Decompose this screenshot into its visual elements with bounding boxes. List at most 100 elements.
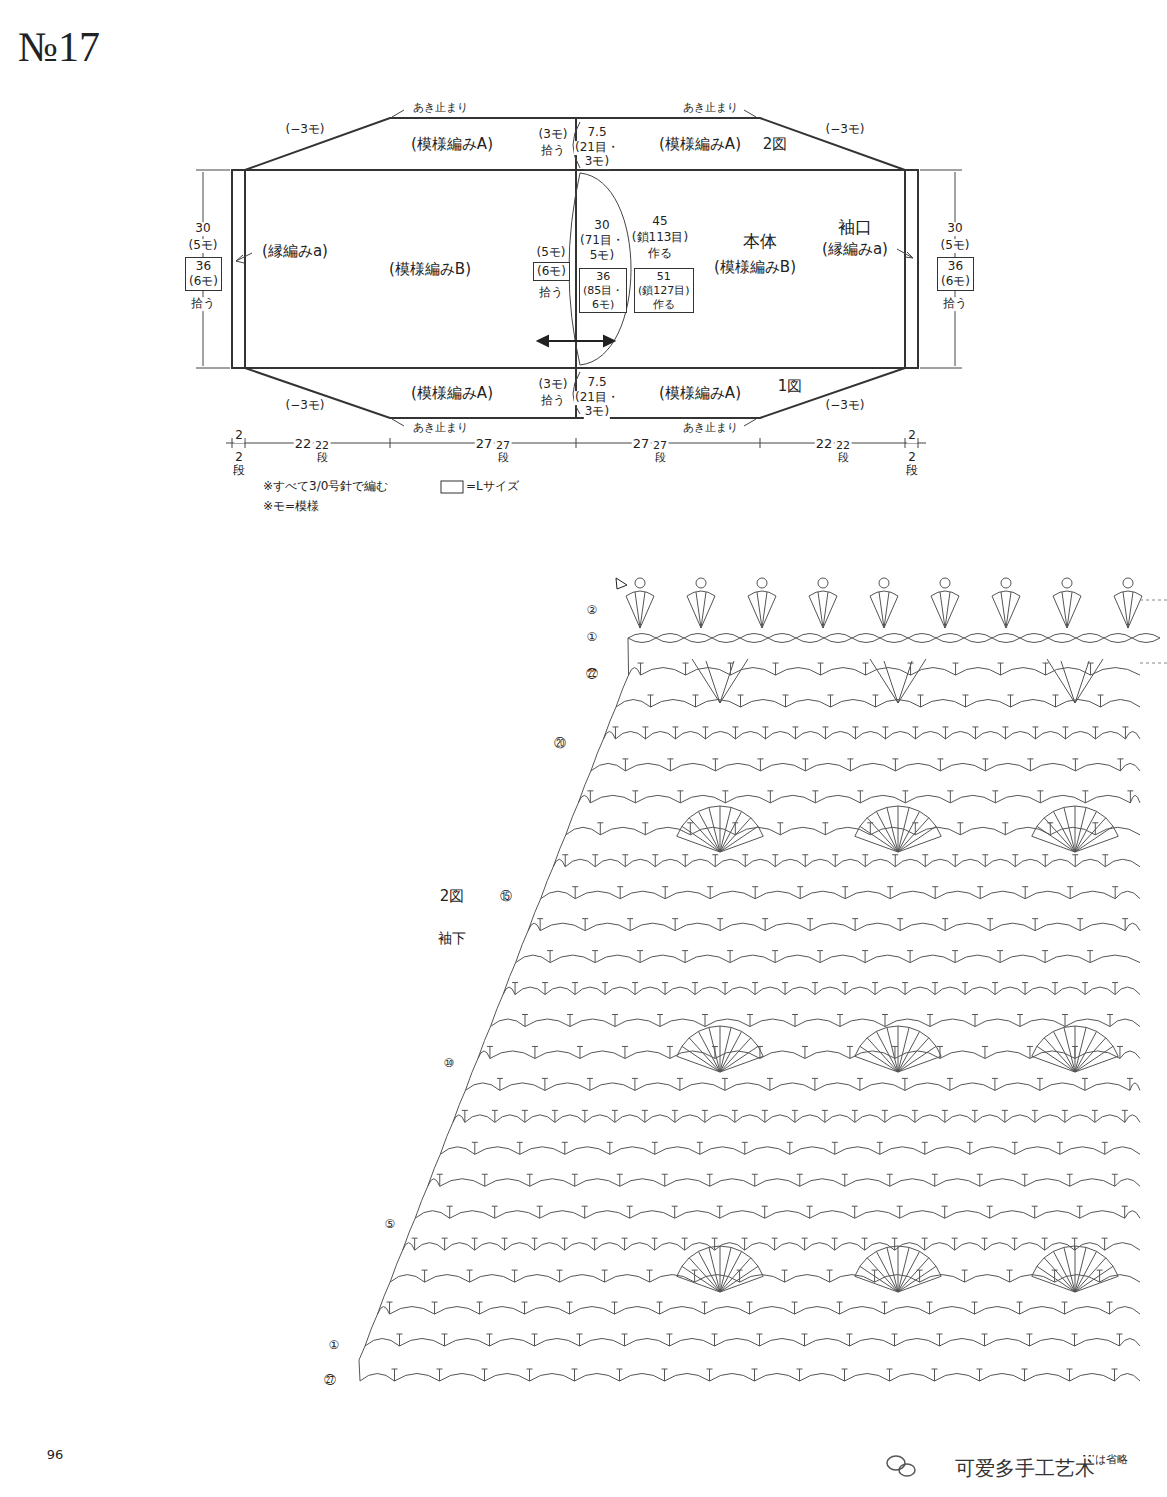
stitch-symbol (1042, 951, 1048, 963)
dimension: 22 (815, 437, 834, 452)
stitch-symbol (870, 592, 898, 628)
dimension: (21目・ (574, 141, 620, 155)
box-text: (6モ) (189, 274, 218, 289)
stitch-symbol (682, 951, 688, 963)
picot-symbol (818, 578, 828, 588)
dimension-tick (920, 368, 962, 369)
stitch-symbol (882, 727, 888, 739)
dimension: (鎖113目) (631, 231, 689, 245)
stitch-symbol (592, 1238, 598, 1250)
stitch-symbol (897, 919, 903, 931)
stitch-symbol (982, 855, 988, 867)
stitch-symbol (447, 1206, 453, 1218)
stitch-symbol (1062, 1110, 1068, 1122)
stitch-symbol (592, 855, 598, 867)
stitch-symbol (422, 1270, 428, 1282)
stitch-symbol (1067, 887, 1073, 899)
cuff (232, 170, 245, 368)
arrow-head (604, 336, 614, 346)
stitch-symbol (982, 759, 988, 771)
box-text: 作る (638, 298, 690, 312)
dimension: 30 (194, 222, 211, 236)
stitch-symbol (752, 1174, 758, 1186)
stitch-symbol (937, 1334, 943, 1346)
stitch-symbol (832, 1238, 838, 1250)
stitch-symbol (962, 1270, 968, 1282)
stitch-symbol (616, 700, 1140, 708)
stitch-symbol (772, 951, 778, 963)
stitch-symbol (626, 591, 654, 596)
stitch-symbol (908, 634, 936, 643)
stitch-symbol (927, 1302, 933, 1314)
stitch-symbol (1077, 1206, 1083, 1218)
stitch-symbol (762, 1206, 768, 1218)
stitch-symbol (657, 1015, 663, 1027)
stitch-symbol (809, 591, 837, 596)
stitch-symbol (720, 1026, 721, 1072)
stitch-symbol (553, 859, 1140, 867)
stitch-symbol (947, 1078, 953, 1090)
stitch-symbol (652, 1142, 658, 1154)
stitch-symbol (1037, 1078, 1043, 1090)
stitch-symbol (617, 887, 623, 899)
stitch-symbol (1092, 1110, 1098, 1122)
pattern-number: №17 (18, 26, 100, 68)
stitch-symbol (677, 1026, 763, 1056)
box-text: 36 (583, 270, 623, 284)
stitch-symbol (692, 983, 698, 995)
stitch-symbol (1061, 661, 1089, 703)
stitch-symbol (857, 1078, 863, 1090)
figure-ref: 1図 (777, 378, 804, 395)
stitch-symbol (712, 634, 740, 643)
stitch-symbol (1127, 791, 1133, 803)
stitch-symbol (870, 659, 926, 703)
stitch-symbol (617, 1369, 623, 1381)
stitch-symbol (897, 1206, 903, 1218)
stitch-symbol (1075, 1056, 1118, 1072)
stitch-symbol (772, 1238, 778, 1250)
stitch-symbol (998, 663, 1004, 675)
stitch-symbol (1048, 634, 1076, 643)
stitch-symbol (1075, 1276, 1118, 1292)
stitch-symbol (752, 983, 758, 995)
part-name: (模様編みA) (658, 385, 742, 402)
stitch-symbol (852, 1110, 858, 1122)
stitch-symbol (882, 1110, 888, 1122)
stitch-symbol (712, 1334, 718, 1346)
stitch-symbol (687, 591, 715, 596)
stitch-symbol (887, 1247, 898, 1292)
stitch-symbol (827, 1270, 833, 1282)
stitch-symbol (902, 791, 908, 803)
dimension: 27段 (495, 440, 512, 464)
stitch-symbol (898, 1046, 936, 1072)
stitch-symbol (972, 1302, 978, 1314)
size-l-box: 36(85目・6モ) (579, 268, 627, 313)
stitch-symbol (1117, 1334, 1123, 1346)
picot-symbol (879, 578, 889, 588)
box-text: 36 (189, 259, 218, 274)
page-number: 96 (46, 1448, 65, 1463)
stitch-symbol (527, 1369, 533, 1381)
stitch-symbol (772, 855, 778, 867)
stitch-symbol (387, 1302, 393, 1314)
dimension: (5モ) (940, 239, 971, 253)
stitch-symbol (870, 591, 898, 596)
stitch-symbol (1027, 759, 1033, 771)
stitch-symbol (647, 1270, 653, 1282)
figure-ref: 2図 (439, 888, 466, 905)
picot-symbol (940, 578, 950, 588)
stitch-symbol (880, 634, 908, 643)
stitch-symbol (697, 1142, 703, 1154)
stitch-symbol (1112, 1369, 1118, 1381)
brace (580, 173, 631, 365)
stitch-symbol (1075, 826, 1113, 852)
stitch-symbol (1077, 919, 1083, 931)
dimension: 2段 (232, 451, 246, 477)
stitch-symbol (465, 1083, 1140, 1091)
stitch-symbol (752, 1369, 758, 1381)
stitch-symbol (822, 727, 828, 739)
stitch-symbol (698, 1031, 720, 1072)
stitch-symbol (1008, 695, 1014, 707)
leader-line (744, 110, 756, 117)
